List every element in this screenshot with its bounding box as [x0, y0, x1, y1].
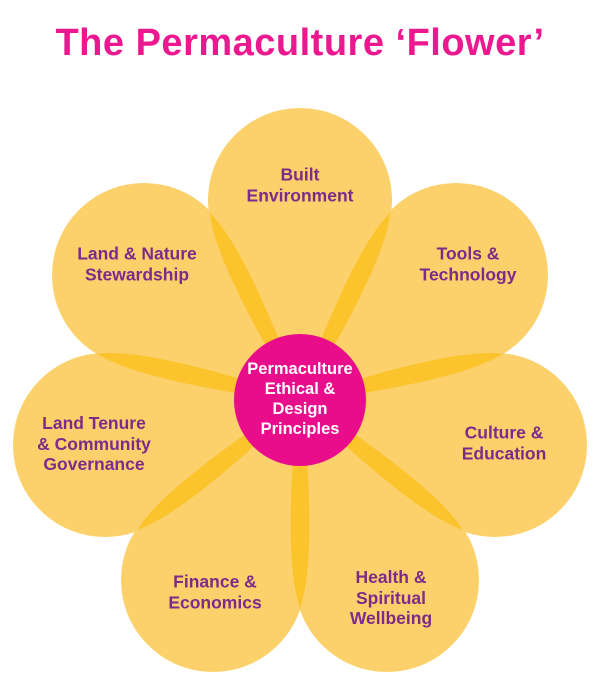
petal-circle-built-environment — [208, 108, 392, 292]
divider-ray — [137, 430, 260, 530]
divider-ray — [97, 352, 246, 394]
divider-ray — [318, 212, 391, 351]
page-title: The Permaculture ‘Flower’ — [55, 22, 545, 64]
petal-divider-rays — [97, 212, 503, 608]
center-circle — [234, 334, 366, 466]
divider-ray — [290, 458, 310, 608]
divider-ray — [354, 352, 503, 394]
petal-circle-tools-technology — [364, 183, 548, 367]
divider-ray — [340, 430, 463, 530]
petal-circle-health-spiritual-wellbeing — [295, 488, 479, 672]
petal-circle-land-nature-stewardship — [52, 183, 236, 367]
petal-circle-land-tenure-community-governance — [13, 353, 197, 537]
petal-circle-finance-economics — [121, 488, 305, 672]
divider-ray — [209, 212, 282, 351]
petal-circle-culture-education — [403, 353, 587, 537]
petal-circles — [13, 108, 587, 672]
